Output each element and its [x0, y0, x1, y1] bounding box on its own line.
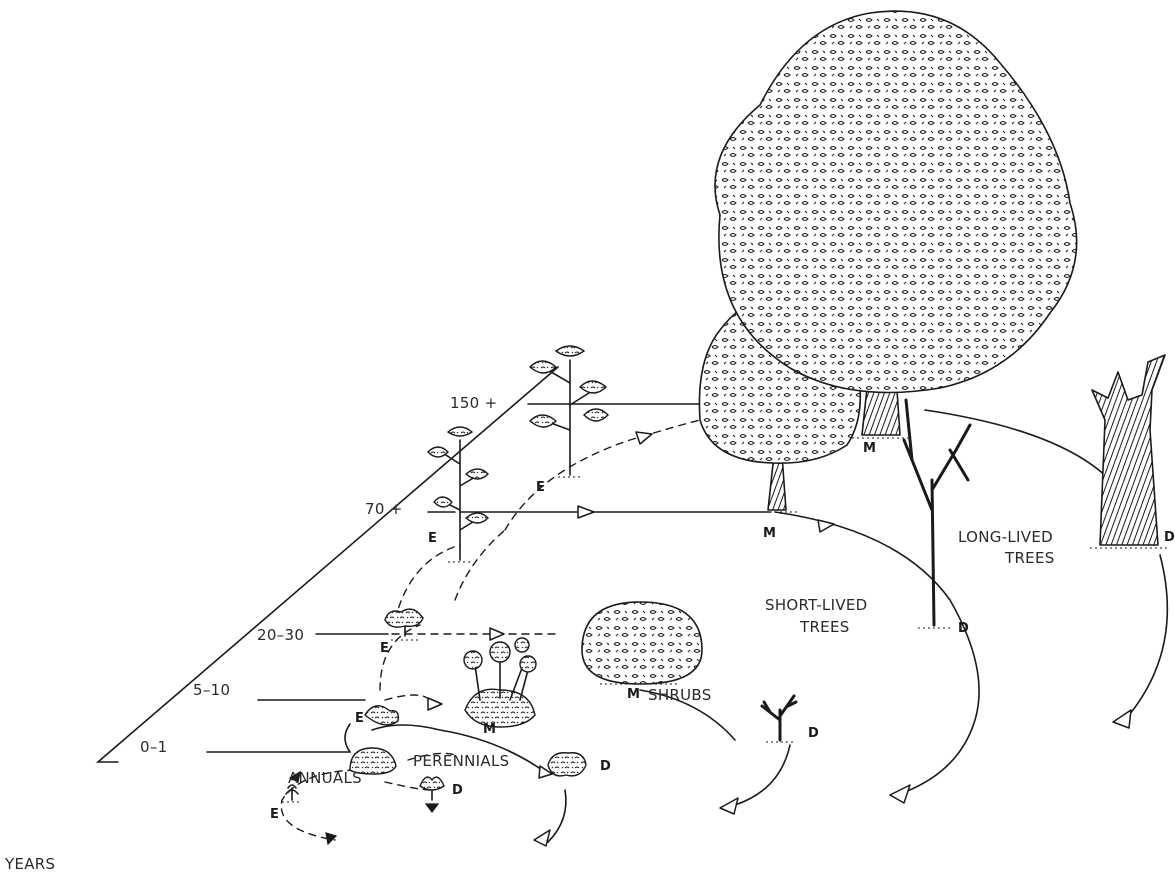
stage-d-shrub: D — [808, 726, 819, 741]
stage-e-shrub: E — [380, 641, 389, 656]
label-long-lived-1: LONG-LIVED — [958, 528, 1053, 546]
stage-d-annual: D — [452, 783, 463, 798]
progression-arrows — [281, 410, 1167, 846]
annual-seedling — [282, 785, 302, 802]
shrub-dead — [762, 696, 796, 742]
stage-d-short-tree: D — [958, 621, 969, 636]
stage-e-long-tree: E — [536, 480, 545, 495]
long-lived-progress-arrow — [505, 420, 700, 530]
shrubs-decline-arrow — [735, 745, 790, 805]
axis-label-years: YEARS — [4, 855, 55, 873]
long-lived-track — [925, 410, 1110, 480]
perennials-decline-arrow — [548, 790, 566, 842]
stage-d-perennial: D — [600, 759, 611, 774]
long-lived-tree-plants: E M D — [530, 11, 1175, 548]
short-tree-sapling — [428, 427, 488, 562]
perennial-e-plant — [365, 706, 398, 725]
tick-label-150: 150 + — [450, 394, 497, 412]
label-long-lived-2: TREES — [1004, 549, 1055, 567]
label-shrubs: SHRUBS — [648, 686, 712, 704]
tick-label-70: 70 + — [365, 500, 403, 518]
stage-d-long-tree: D — [1164, 530, 1175, 545]
long-tree-dead — [1090, 355, 1170, 548]
shrub-plants: E M D — [380, 602, 819, 742]
long-lived-decline-arrow — [1125, 555, 1167, 720]
stage-m-shrub: M — [627, 687, 640, 702]
stage-m-short-tree: M — [763, 526, 776, 541]
stage-m-perennial: M — [483, 722, 496, 737]
tick-label-0-1: 0–1 — [140, 738, 168, 756]
perennial-decline-clump — [548, 753, 586, 776]
stage-e-short-tree: E — [428, 531, 437, 546]
label-perennials: PERENNIALS — [413, 752, 509, 770]
label-short-lived-2: TREES — [799, 618, 850, 636]
shrub-mature — [582, 602, 702, 684]
perennial-flowering-clump — [464, 638, 536, 727]
stage-e-annual: E — [270, 807, 279, 822]
tick-label-20-30: 20–30 — [257, 626, 304, 644]
short-tree-dead — [904, 400, 970, 628]
label-short-lived-1: SHORT-LIVED — [765, 596, 868, 614]
stage-e-perennial: E — [355, 711, 364, 726]
long-tree-sapling — [530, 346, 608, 477]
annual-mature — [420, 777, 444, 812]
tick-label-5-10: 5–10 — [193, 681, 230, 699]
shrub-young — [385, 609, 423, 640]
short-lived-decline-arrow — [775, 512, 979, 792]
label-annuals: ANNUALS — [288, 769, 362, 787]
perennial-stem-left — [345, 724, 350, 752]
stage-m-long-tree: M — [863, 441, 876, 456]
